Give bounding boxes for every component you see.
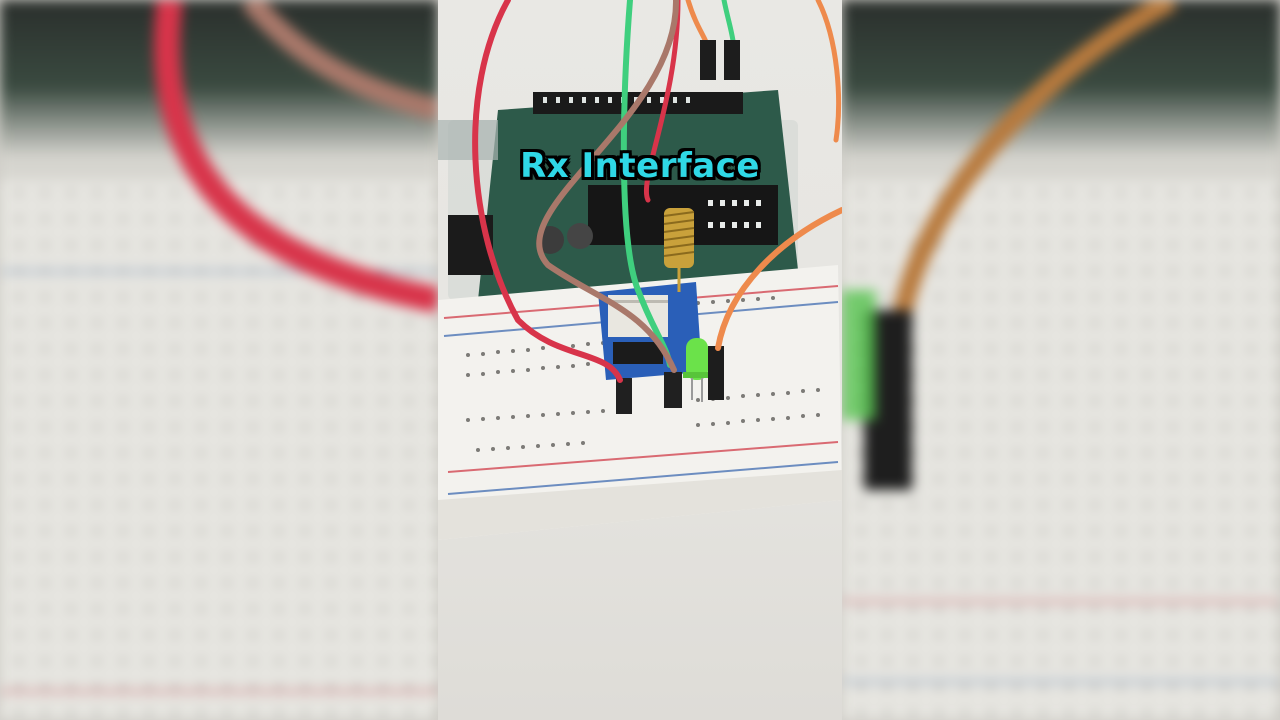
green-led: [683, 338, 724, 402]
spring-antenna: [663, 208, 695, 292]
blurred-red-wire: [154, 0, 438, 313]
red-wire: [472, 0, 623, 383]
red-wire-top: [643, 0, 681, 203]
microcontroller-board: [438, 90, 798, 300]
green-wire: [620, 0, 673, 368]
blurred-orange-wire: [842, 0, 1177, 490]
circuit-photo: [438, 0, 842, 540]
orange-wire-right: [815, 0, 842, 143]
jumper-wires: [472, 0, 842, 383]
photo-center: Rx Interface: [438, 0, 842, 720]
right-blurred-background: [842, 0, 1280, 720]
left-blurred-background: [0, 0, 438, 720]
brown-wire: [536, 0, 680, 373]
orange-wire: [715, 207, 842, 351]
caption-overlay: Rx Interface: [520, 146, 760, 186]
